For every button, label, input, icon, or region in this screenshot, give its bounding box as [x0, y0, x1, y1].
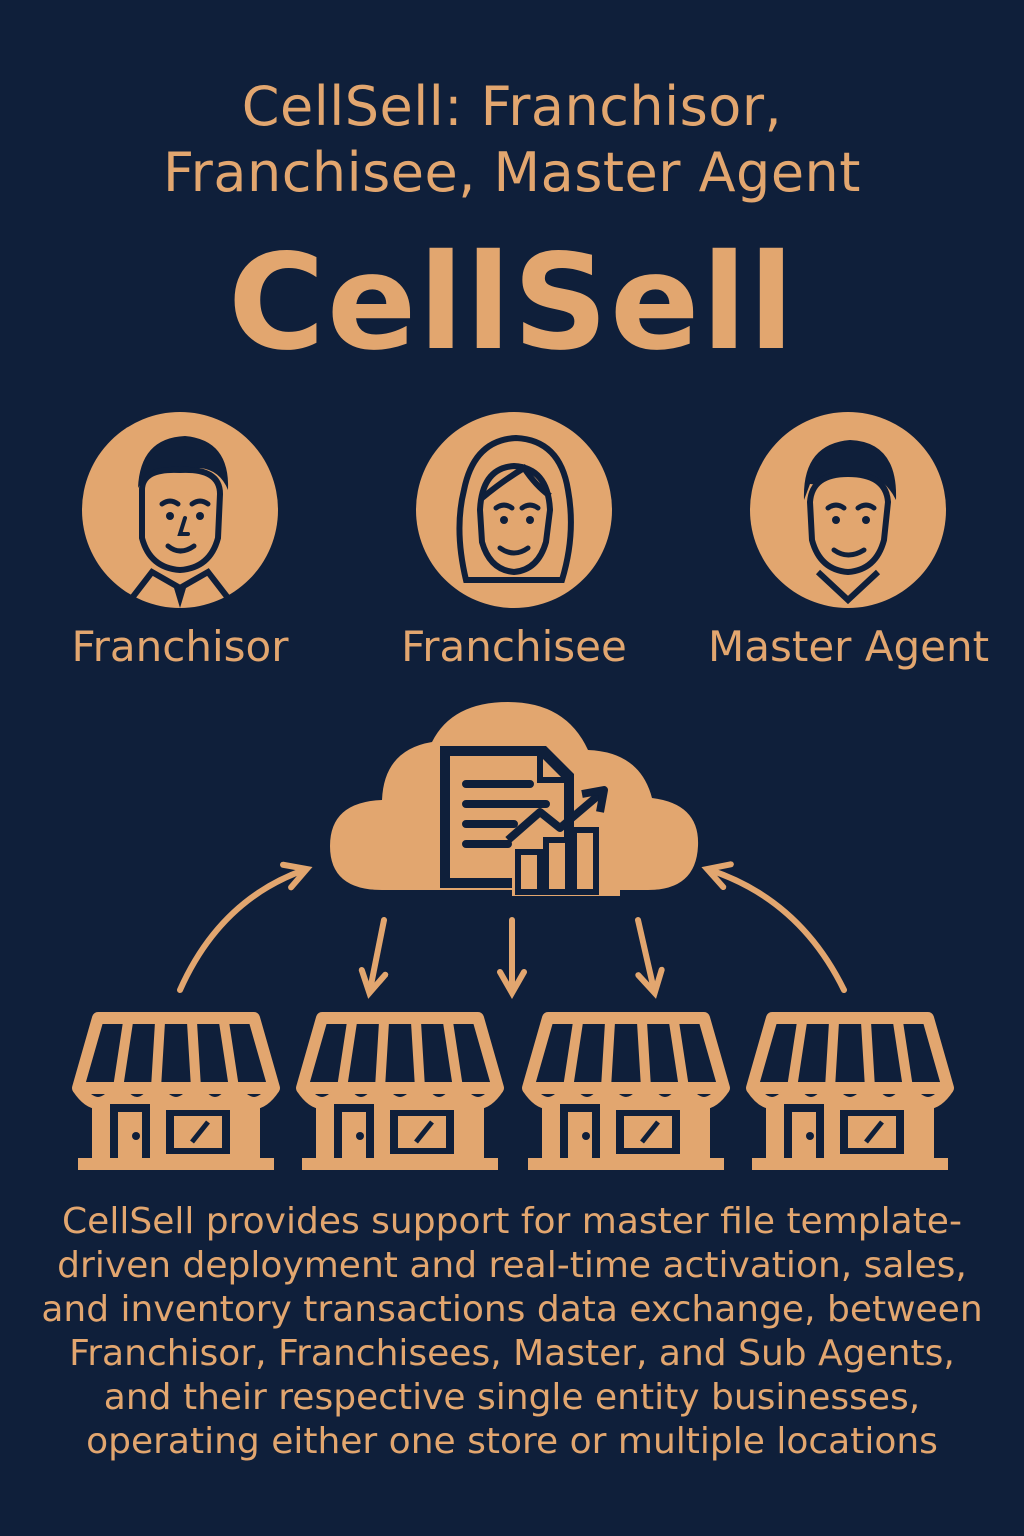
role-label: Master Agent: [708, 622, 990, 671]
man-with-tie-avatar-icon: [82, 412, 278, 608]
role-label: Franchisor: [71, 622, 289, 671]
man-avatar-icon: [750, 412, 946, 608]
description-line: Franchisor, Franchisees, Master, and Sub…: [69, 1333, 955, 1374]
description: CellSell provides support for master fil…: [0, 1200, 1024, 1464]
upload-arrow-left: [177, 861, 313, 993]
description-line: and inventory transactions data exchange…: [41, 1289, 983, 1330]
description-line: and their respective single entity busin…: [103, 1377, 921, 1418]
role-label: Franchisee: [401, 622, 627, 671]
description-line: CellSell provides support for master fil…: [62, 1201, 962, 1242]
description-line: driven deployment and real-time activati…: [57, 1245, 967, 1286]
title-line-2: Franchisee, Master Agent: [163, 141, 861, 205]
woman-avatar-icon: [416, 412, 612, 608]
deployment-diagram: [0, 702, 1024, 1170]
brand-wordmark: CellSell: [228, 226, 796, 380]
deploy-arrow-3: [635, 917, 665, 999]
deploy-arrow-1: [358, 917, 389, 999]
storefront-icon: [528, 1018, 724, 1170]
role-franchisor: Franchisor: [40, 410, 320, 672]
storefront-icon: [302, 1018, 498, 1170]
upload-arrow-right: [701, 861, 847, 993]
role-master-agent: Master Agent: [708, 410, 990, 672]
page-title: CellSell: Franchisor, Franchisee, Master…: [0, 74, 1024, 206]
cloud-document-chart-icon: [330, 702, 699, 896]
role-franchisee: Franchisee: [374, 410, 654, 672]
description-line: operating either one store or multiple l…: [86, 1421, 938, 1462]
storefront-icon: [78, 1018, 274, 1170]
title-line-1: CellSell: Franchisor,: [241, 75, 783, 139]
storefront-icon: [752, 1018, 948, 1170]
